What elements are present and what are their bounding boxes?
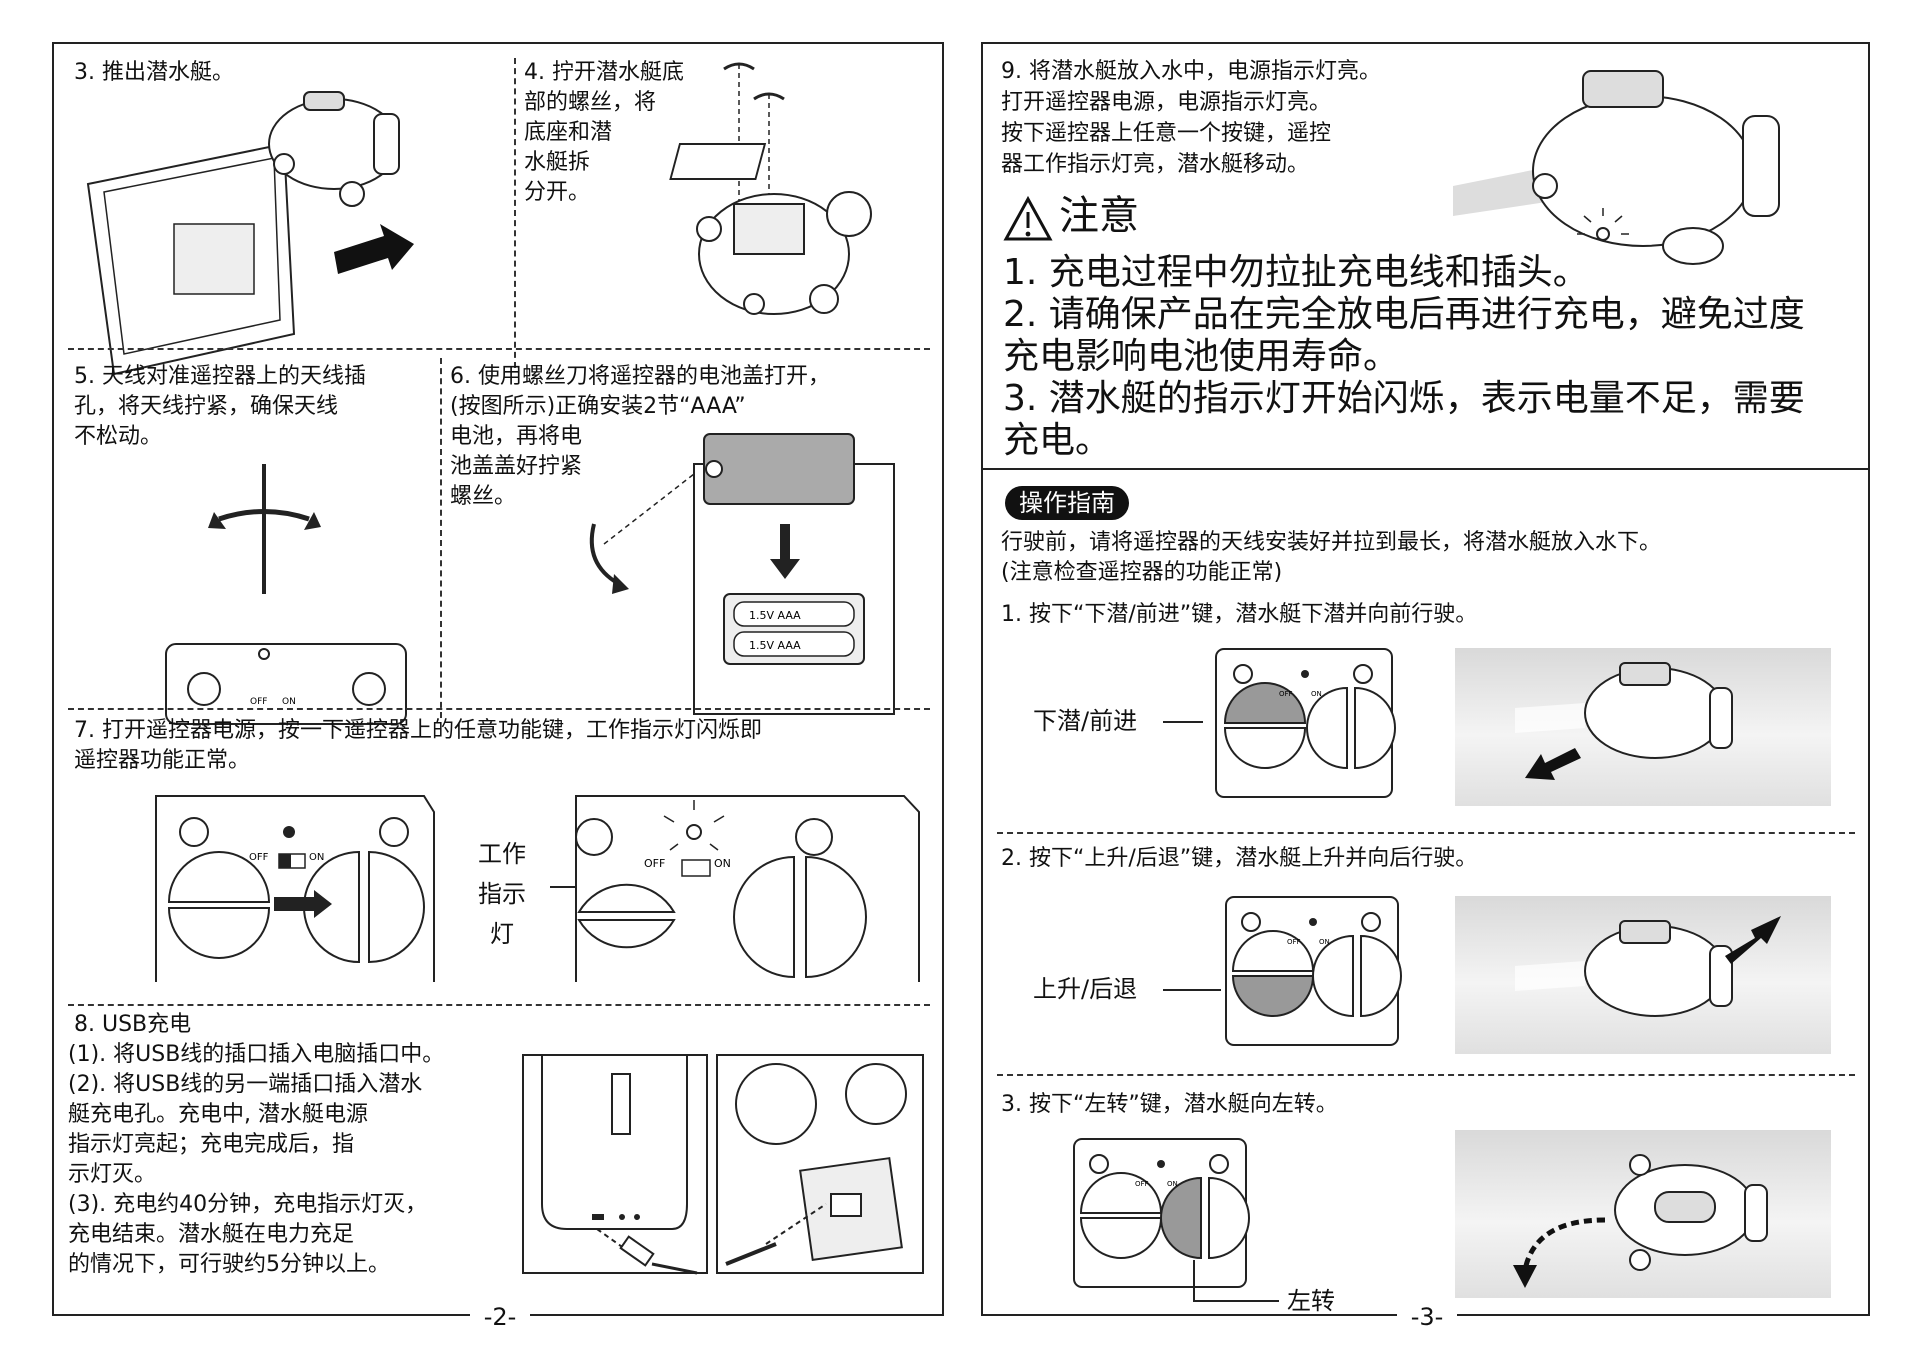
submarine-turn-left-illustration	[1455, 1130, 1831, 1298]
step-9-text: 9. 将潜水艇放入水中，电源指示灯亮。 打开遥控器电源，电源指示灯亮。 按下遥控…	[1001, 56, 1381, 180]
manual-page-3: 9. 将潜水艇放入水中，电源指示灯亮。 打开遥控器电源，电源指示灯亮。 按下遥控…	[981, 42, 1870, 1316]
remote7a-on-label: ON	[309, 852, 324, 863]
step-8-title: 8. USB充电	[74, 1010, 191, 1040]
remote2-on-label: ON	[1319, 938, 1330, 946]
guide-step-1-text: 1. 按下“下潜/前进”键，潜水艇下潜并向前行驶。	[1001, 600, 1477, 630]
caution-item-2: 2. 请确保产品在完全放电后再进行充电，避免过度 充电影响电池使用寿命。	[1003, 294, 1805, 378]
caution-title: 注意	[1059, 190, 1139, 242]
remote1-off-label: OFF	[1279, 690, 1293, 698]
submarine-base-screws-illustration	[694, 54, 914, 334]
caution-item-3: 3. 潜水艇的指示灯开始闪烁，表示电量不足，需要 充电。	[1003, 378, 1805, 462]
caution-item-1: 1. 充电过程中勿拉扯充电线和插头。	[1003, 252, 1589, 294]
remote2-off-label: OFF	[1287, 938, 1301, 946]
turn-left-label: 左转	[1287, 1286, 1335, 1316]
antenna-switch-off-label: OFF	[250, 697, 267, 707]
guide-step-3-text: 3. 按下“左转”键，潜水艇向左转。	[1001, 1090, 1338, 1120]
usb-computer-port-illustration	[522, 1054, 708, 1274]
remote3-on-label: ON	[1167, 1180, 1178, 1188]
battery-1-label: 1.5V AAA	[749, 609, 801, 622]
remote7b-on-label: ON	[714, 857, 731, 870]
remote7b-off-label: OFF	[644, 857, 665, 870]
step-7-text: 7. 打开遥控器电源，按一下遥控器上的任意功能键，工作指示灯闪烁即 遥控器功能正…	[74, 716, 762, 776]
remote-dive-forward-illustration: OFF ON	[1215, 648, 1395, 798]
submarine-underwater-light-illustration	[1453, 56, 1853, 276]
remote7a-off-label: OFF	[249, 852, 269, 863]
battery-2-label: 1.5V AAA	[749, 639, 801, 652]
dive-forward-label: 下潜/前进	[1033, 706, 1137, 736]
step-8-item-3: (3). 充电约40分钟，充电指示灯灭， 充电结束。潜水艇在电力充足 的情况下，…	[68, 1190, 427, 1280]
remote1-on-label: ON	[1311, 690, 1322, 698]
step-5-text: 5. 天线对准遥控器上的天线插 孔，将天线拧紧，确保天线 不松动。	[74, 362, 366, 452]
guide-step-2-text: 2. 按下“上升/后退”键，潜水艇上升并向后行驶。	[1001, 844, 1477, 874]
antenna-install-illustration: OFF ON	[164, 464, 414, 724]
rise-backward-label: 上升/后退	[1033, 974, 1137, 1004]
work-indicator-label: 工作 指示 灯	[478, 834, 526, 954]
remote-turn-left-illustration: OFF ON	[1073, 1138, 1249, 1288]
submarine-box-illustration	[84, 74, 464, 374]
warning-triangle-icon	[1003, 196, 1053, 242]
manual-page-2: 3. 推出潜水艇。 4. 拧开潜水艇底 部的螺丝，将 底座和潜 水艇拆 分开。 …	[52, 42, 944, 1316]
step-8-item-1: (1). 将USB线的插口插入电脑插口中。	[68, 1040, 444, 1070]
step-4-text: 4. 拧开潜水艇底 部的螺丝，将 底座和潜 水艇拆 分开。	[524, 58, 684, 208]
remote-power-on-illustration: OFF ON	[154, 792, 434, 982]
operation-guide-badge: 操作指南	[1005, 486, 1129, 520]
remote3-off-label: OFF	[1135, 1180, 1149, 1188]
step-8-item-2: (2). 将USB线的另一端插口插入潜水 艇充电孔。充电中, 潜水艇电源 指示灯…	[68, 1070, 422, 1190]
antenna-switch-on-label: ON	[282, 697, 296, 707]
submarine-dive-forward-illustration	[1455, 648, 1831, 806]
remote-rise-backward-illustration: OFF ON	[1225, 896, 1401, 1046]
page-number-3: -3-	[1397, 1302, 1457, 1332]
remote-indicator-closeup: OFF ON	[574, 792, 924, 982]
page-number-2: -2-	[470, 1302, 530, 1332]
guide-intro-text: 行驶前，请将遥控器的天线安装好并拉到最长，将潜水艇放入水下。 (注意检查遥控器的…	[1001, 528, 1661, 588]
usb-submarine-port-illustration	[716, 1054, 924, 1274]
battery-install-illustration: 1.5V AAA 1.5V AAA	[574, 434, 914, 724]
submarine-rise-backward-illustration	[1455, 896, 1831, 1054]
